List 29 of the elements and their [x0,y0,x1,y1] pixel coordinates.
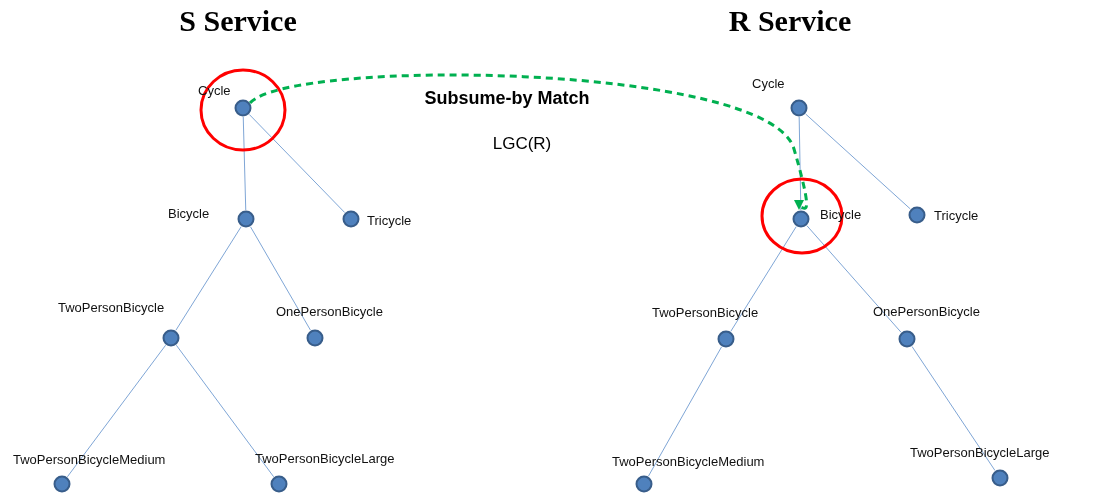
node-label: Bicycle [168,206,210,222]
tree-line [798,116,802,211]
tree-line [175,344,275,478]
node-label: Cycle [752,76,785,92]
tree-line [242,116,247,211]
node-label: OnePersonBicycle [276,304,383,320]
tree-line [66,344,167,478]
heading: R Service [728,4,852,38]
note-label: LGC(R) [492,134,552,154]
tree-line [806,225,902,333]
tree-line [250,226,311,331]
tree-line [647,346,723,477]
node-label: TwoPersonBicycleLarge [910,445,1050,461]
node-label: OnePersonBicycle [873,304,980,320]
tree-line [248,113,346,214]
edge-label: Subsume-by Match [422,88,592,109]
node-label: TwoPersonBicycleMedium [612,454,765,470]
dashed-arrow [249,73,808,211]
node-label: TwoPersonBicycle [652,305,759,321]
node-label: Tricycle [934,208,979,224]
node-label: TwoPersonBicycleMedium [13,452,166,468]
node-label: TwoPersonBicycleLarge [255,451,395,467]
node-label: Tricycle [367,213,412,229]
tree-line [911,346,996,471]
tree-line [730,226,797,332]
tree-line [175,226,242,331]
heading: S Service [179,4,297,38]
tree-line [805,113,911,210]
node-label: TwoPersonBicycle [58,300,165,316]
